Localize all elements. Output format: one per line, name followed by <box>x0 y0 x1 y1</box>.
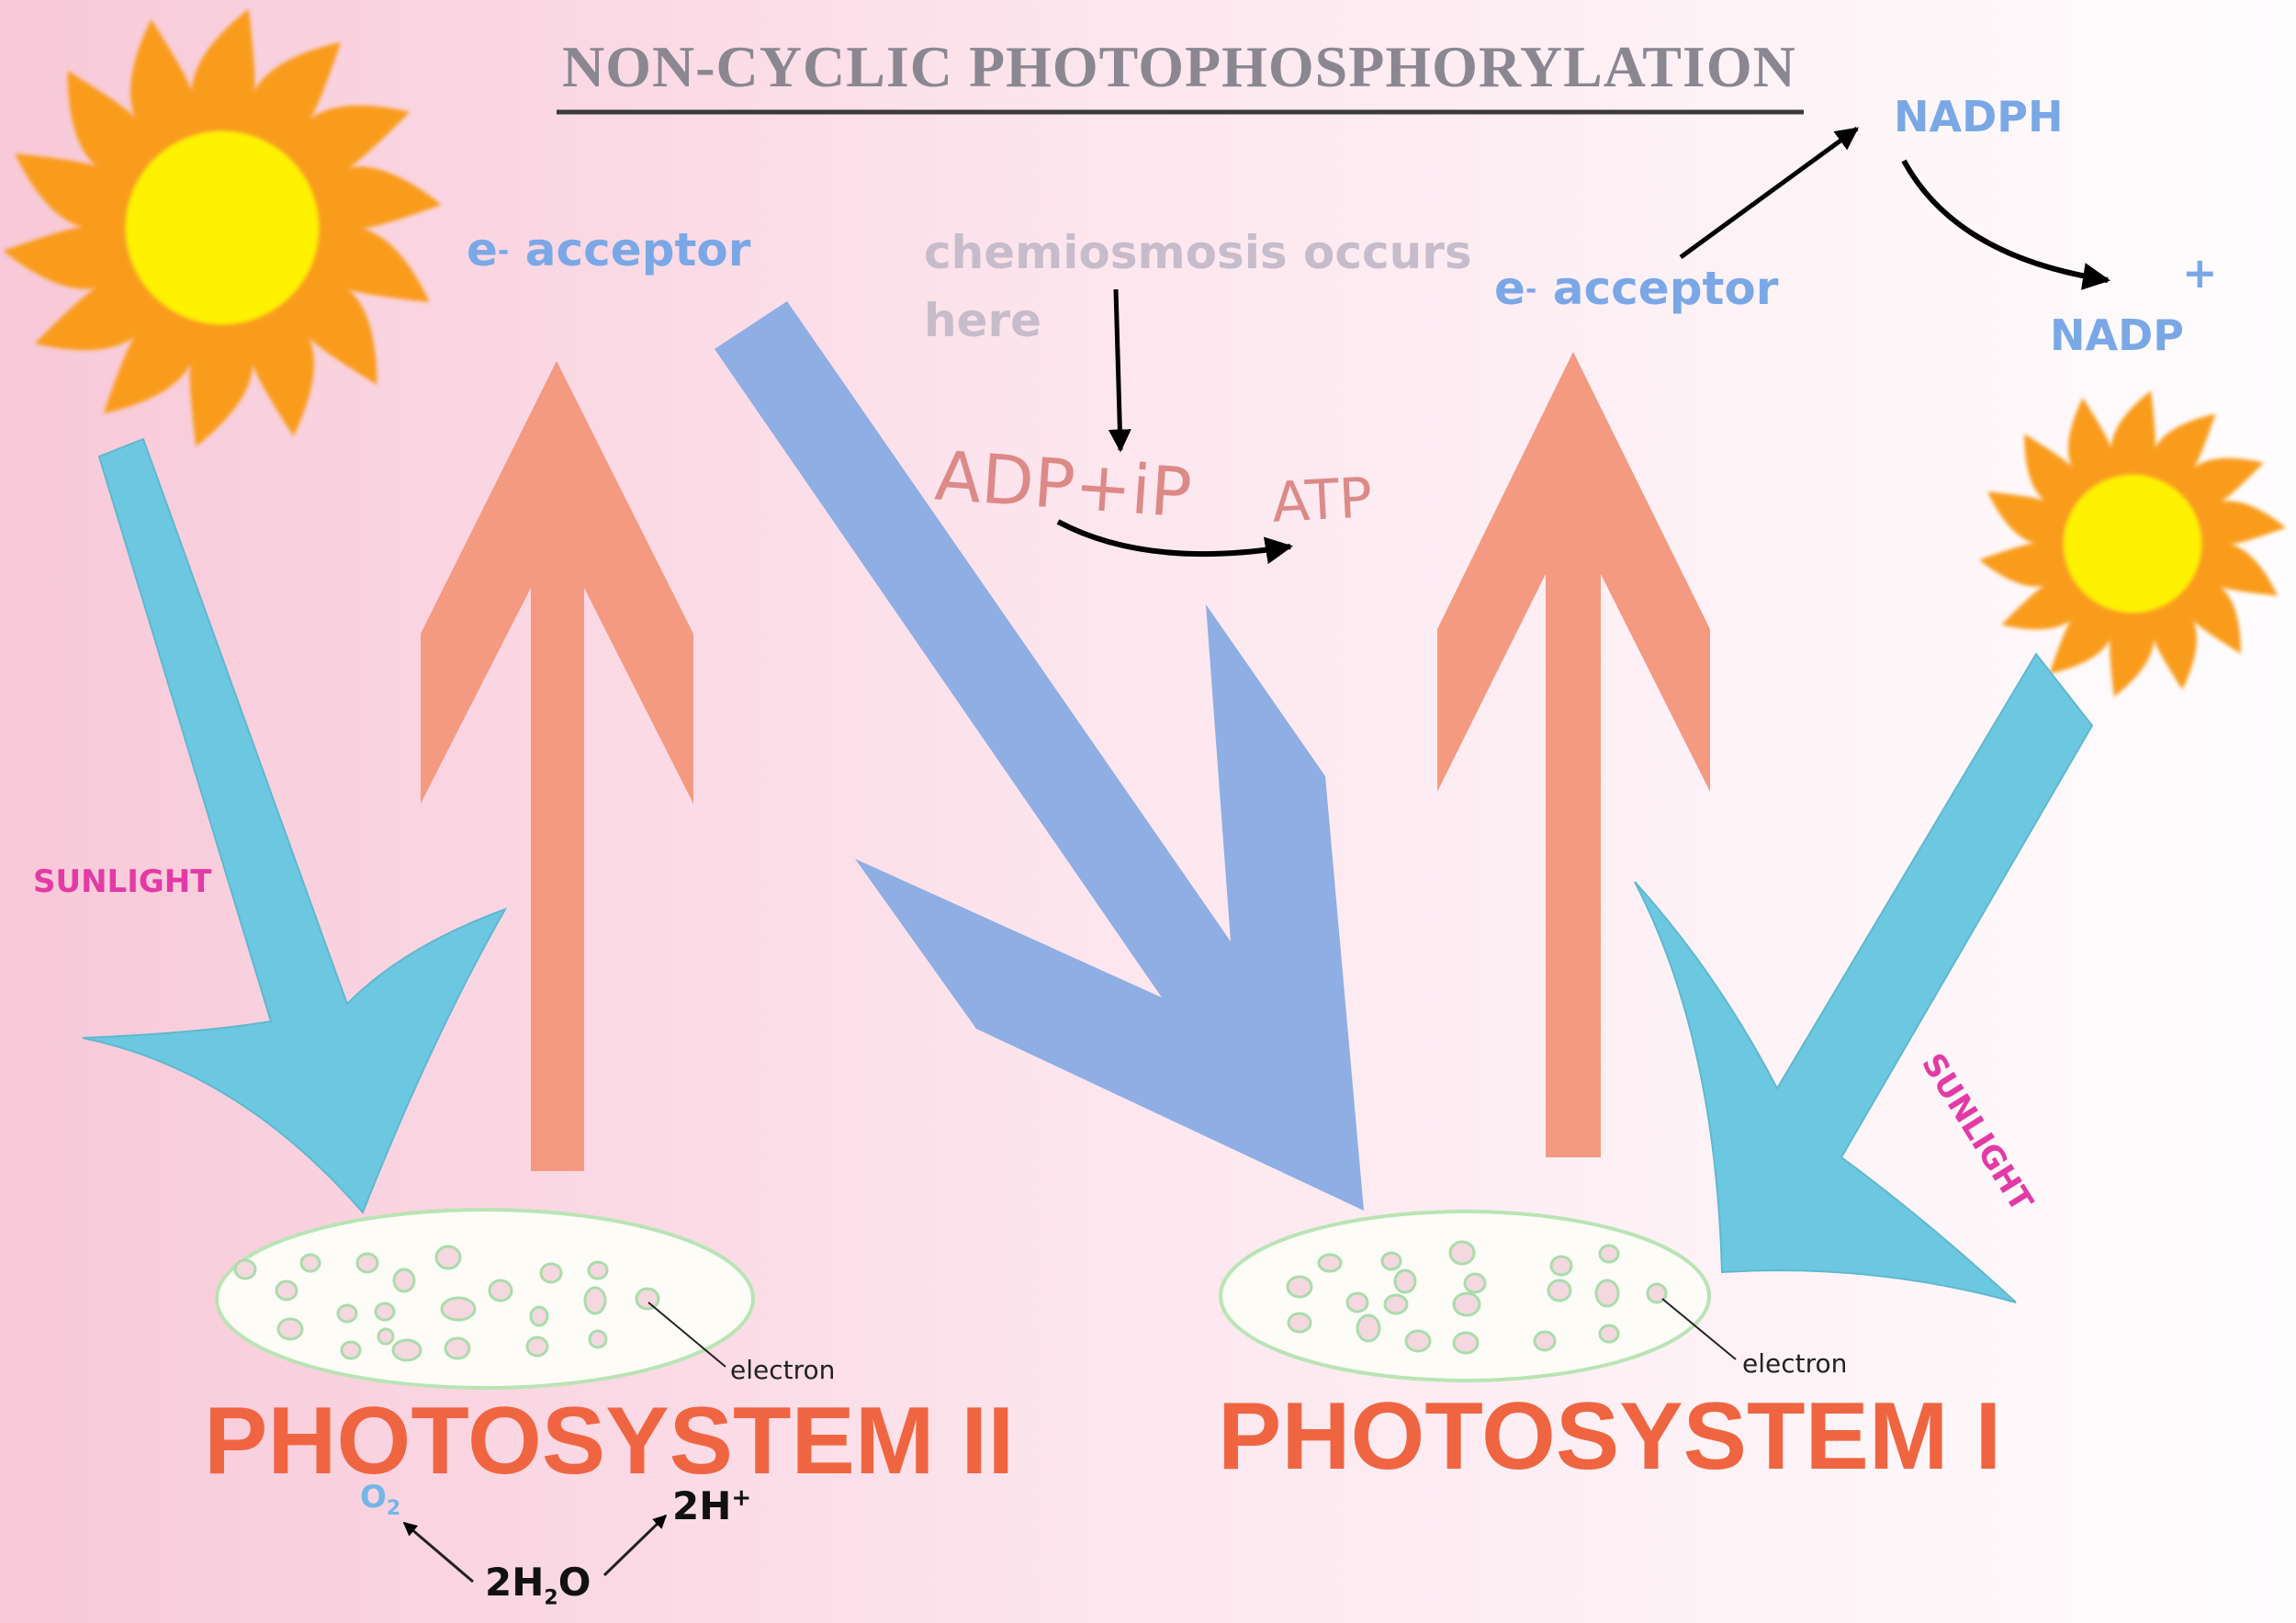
chemiosmosis-note: chemiosmosis occurs here <box>924 226 1472 347</box>
acceptor-to-nadph-arrow <box>1679 126 1860 260</box>
electron-dot <box>1380 1251 1402 1271</box>
electron-dot <box>434 1245 462 1270</box>
acceptor-right-symbol: e <box>1494 262 1525 315</box>
electron-acceptor-right: e- acceptor <box>1494 262 1778 315</box>
electron-dot <box>1533 1330 1557 1352</box>
oxygen-subscript: 2 <box>386 1496 401 1520</box>
electron-dot <box>1594 1279 1620 1308</box>
electron-dot <box>1317 1253 1343 1273</box>
electron-dot <box>525 1336 549 1358</box>
electron-dot <box>1463 1272 1487 1294</box>
hydrogen-symbol: 2H <box>672 1483 732 1528</box>
electron-dot <box>1393 1268 1417 1294</box>
electron-dot <box>444 1336 471 1360</box>
electron-label-ps2: electron <box>730 1355 836 1385</box>
electron-dot <box>539 1262 563 1284</box>
oxygen-label: O2 <box>360 1479 400 1520</box>
oxygen-symbol: O <box>360 1479 387 1516</box>
electron-dot <box>1452 1291 1481 1317</box>
sun-right-icon <box>1978 390 2287 697</box>
electron-dot <box>1356 1313 1381 1343</box>
water-hydrogen: 2H <box>485 1560 545 1605</box>
atp-label: ATP <box>1270 466 1374 535</box>
nadph-label: NADPH <box>1894 92 2064 141</box>
excitation-arrow-ps1 <box>1437 352 1710 1157</box>
sunlight-arrow-right <box>1634 652 2094 1303</box>
electron-dot <box>1646 1282 1668 1304</box>
sun-left-icon <box>3 8 442 447</box>
electron-dot <box>1287 1312 1312 1334</box>
water-subscript: 2 <box>544 1586 558 1610</box>
electron-dot <box>233 1258 257 1280</box>
electron-dot <box>635 1287 660 1311</box>
water-oxygen: O <box>557 1560 591 1605</box>
electron-dot <box>587 1260 609 1280</box>
electron-dot <box>588 1329 608 1349</box>
electron-dot <box>276 1317 304 1341</box>
water-to-oxygen-arrow <box>402 1521 474 1584</box>
electron-pointer-ps2 <box>647 1302 726 1368</box>
electron-dot <box>1286 1275 1313 1299</box>
electron-label-ps1: electron <box>1742 1348 1848 1379</box>
hydrogen-ions-label: 2H+ <box>672 1483 751 1528</box>
nadp-charge: + <box>2182 248 2218 298</box>
electron-dot <box>275 1279 298 1302</box>
excitation-arrow-ps2 <box>421 361 693 1171</box>
electron-dot <box>299 1253 321 1273</box>
electron-pointer-ps1 <box>1661 1298 1737 1360</box>
electron-dot <box>1448 1240 1476 1266</box>
electron-dot <box>1404 1329 1432 1353</box>
electron-dot <box>1383 1293 1409 1315</box>
diagram-title: NON-CYCLIC PHOTOPHOSPHORYLATION <box>562 34 1796 99</box>
acceptor-left-charge: - <box>497 235 510 267</box>
water-label: 2H2O <box>485 1560 591 1609</box>
electron-dot <box>1345 1291 1369 1313</box>
electron-transport-arrow <box>715 301 1364 1211</box>
electron-dot <box>340 1340 362 1360</box>
electron-dot <box>336 1303 358 1324</box>
electron-dot <box>1452 1331 1480 1355</box>
hydrogen-charge: + <box>731 1484 752 1512</box>
electron-dot <box>583 1286 607 1315</box>
electron-dot <box>374 1302 396 1322</box>
electron-dot <box>377 1327 395 1346</box>
electron-dot <box>488 1279 513 1302</box>
electron-dot <box>355 1252 379 1274</box>
sunlight-label-left: SUNLIGHT <box>33 863 212 900</box>
photosystem-1-complex <box>1219 1210 1737 1382</box>
chemiosmosis-pointer-arrow <box>1108 288 1131 453</box>
nadp-label: NADP <box>2050 310 2184 360</box>
electron-dot <box>440 1296 477 1322</box>
photosystem-2-label: PHOTOSYSTEM II <box>204 1388 1015 1494</box>
electron-dot <box>1549 1255 1573 1277</box>
adp-to-atp-arrow <box>1056 519 1293 565</box>
acceptor-left-symbol: e <box>467 223 498 276</box>
electron-dot <box>1598 1324 1620 1344</box>
nadph-to-nadp-arrow <box>1901 159 2110 290</box>
acceptor-left-text: acceptor <box>509 223 751 276</box>
electron-dot <box>529 1305 549 1327</box>
electron-dot <box>1547 1279 1572 1302</box>
acceptor-right-charge: - <box>1525 274 1537 306</box>
photosystem-2-complex <box>215 1208 755 1390</box>
photosystem-1-label: PHOTOSYSTEM I <box>1218 1383 2002 1490</box>
electron-dot <box>392 1268 416 1293</box>
electron-acceptor-left: e- acceptor <box>467 223 750 276</box>
electron-dot <box>391 1338 422 1362</box>
water-to-hydrogen-arrow <box>602 1514 668 1577</box>
acceptor-right-text: acceptor <box>1536 262 1779 315</box>
electron-dot <box>1598 1244 1620 1264</box>
sunlight-arrow-left <box>82 437 508 1214</box>
